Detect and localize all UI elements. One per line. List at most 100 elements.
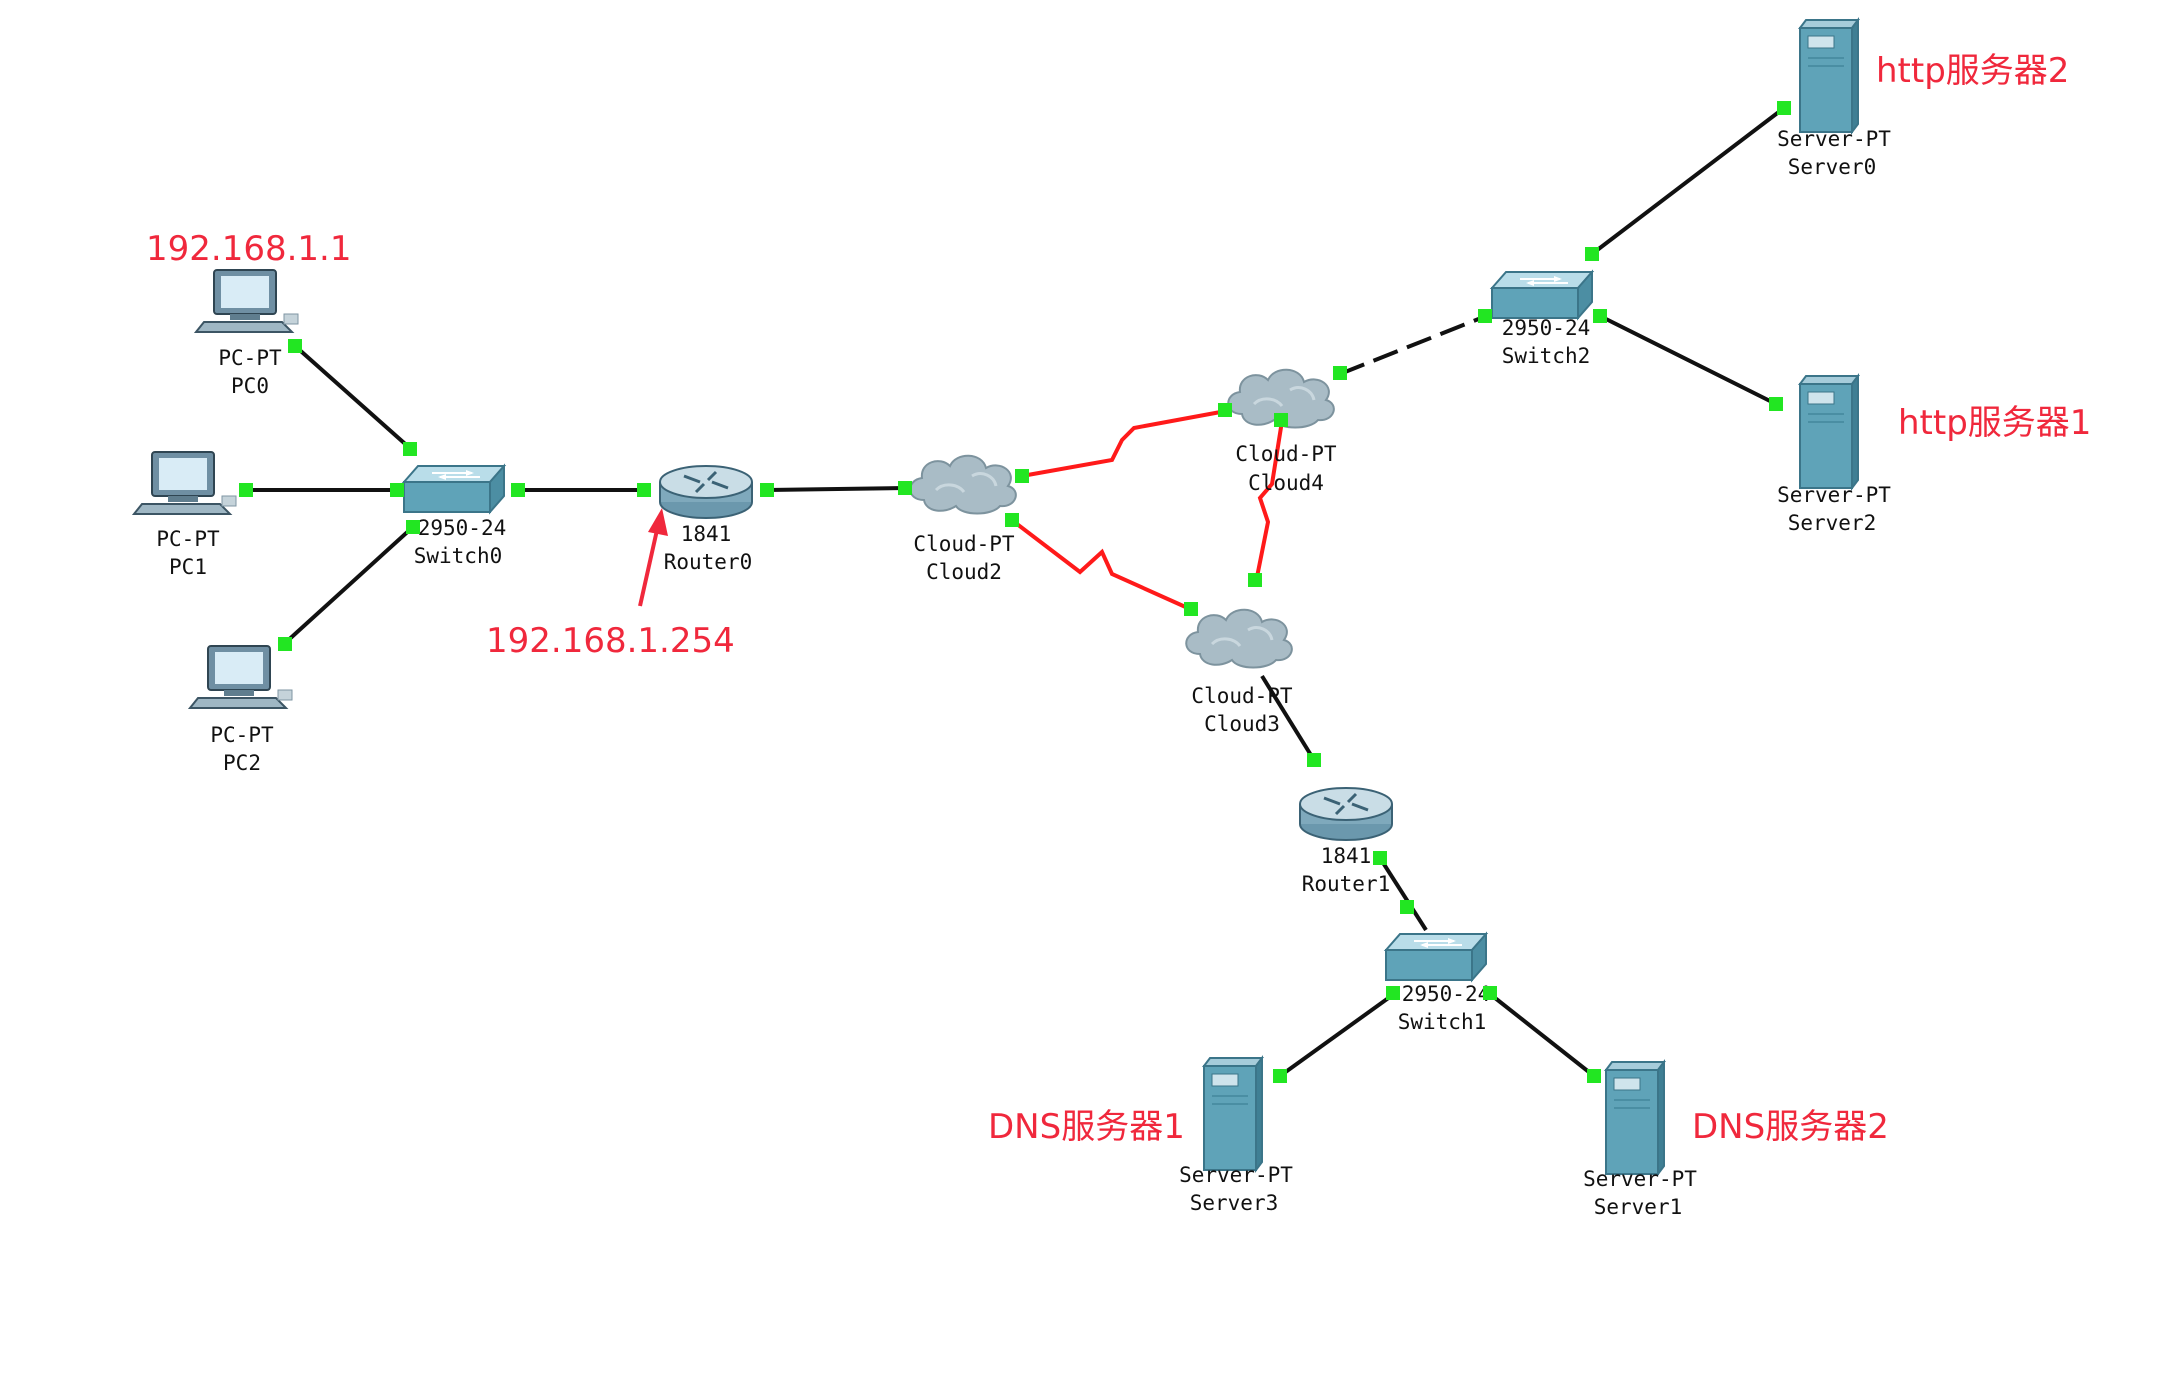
- device-name-label: Server3: [1190, 1191, 1279, 1215]
- switch1-device[interactable]: 2950-24 Switch1: [1385, 933, 1491, 1034]
- device-model-label: PC-PT: [218, 346, 282, 370]
- server0-device[interactable]: Server-PT Server0: [1777, 19, 1891, 179]
- router-icon: [658, 464, 754, 520]
- device-name-label: Cloud4: [1248, 471, 1324, 495]
- link-switch1-server1[interactable]: [1488, 992, 1596, 1078]
- port-light: [288, 339, 302, 353]
- port-light: [637, 483, 651, 497]
- pc1-device[interactable]: PC-PT PC1: [133, 451, 237, 579]
- pc-icon: [189, 645, 293, 709]
- port-light: [1373, 851, 1387, 865]
- server-icon: [1605, 1061, 1665, 1175]
- server-icon: [1203, 1057, 1263, 1171]
- pc0-ip-annotation: 192.168.1.1: [146, 229, 351, 269]
- switch-icon: [1491, 271, 1593, 319]
- device-name-label: Router1: [1302, 872, 1391, 896]
- port-light: [1593, 309, 1607, 323]
- port-light: [511, 483, 525, 497]
- port-light: [1386, 986, 1400, 1000]
- link-switch2-server2[interactable]: [1599, 314, 1777, 406]
- link-switch2-server0[interactable]: [1590, 106, 1786, 256]
- dns-server-1-annotation: DNS服务器1: [988, 1107, 1185, 1147]
- device-name-label: Cloud2: [926, 560, 1002, 584]
- device-model-label: Server-PT: [1777, 127, 1891, 151]
- device-model-label: Cloud-PT: [1191, 684, 1293, 708]
- port-light: [898, 481, 912, 495]
- device-name-label: Router0: [664, 550, 753, 574]
- device-model-label: PC-PT: [156, 527, 220, 551]
- link-pc2-switch0[interactable]: [282, 524, 416, 646]
- link-pc0-switch0[interactable]: [292, 343, 414, 452]
- link-router0-cloud2[interactable]: [767, 486, 906, 492]
- router0-ip-annotation: 192.168.1.254: [486, 621, 735, 661]
- port-light: [239, 483, 253, 497]
- device-model-label: 1841: [1321, 844, 1372, 868]
- device-name-label: Server0: [1788, 155, 1877, 179]
- switch0-device[interactable]: 2950-24 Switch0: [403, 465, 507, 568]
- port-light: [278, 637, 292, 651]
- port-light: [1273, 1069, 1287, 1083]
- switch-icon: [403, 465, 505, 513]
- server2-device[interactable]: Server-PT Server2: [1777, 375, 1891, 535]
- device-model-label: 1841: [681, 522, 732, 546]
- server3-device[interactable]: Server-PT Server3: [1179, 1057, 1293, 1215]
- device-name-label: Server2: [1788, 511, 1877, 535]
- device-model-label: PC-PT: [210, 723, 274, 747]
- port-light: [1333, 366, 1347, 380]
- cloud4-device[interactable]: Cloud-PT Cloud4: [1226, 368, 1337, 495]
- port-light: [1248, 573, 1262, 587]
- router1-device[interactable]: 1841 Router1: [1298, 786, 1394, 896]
- port-light: [1015, 469, 1029, 483]
- device-name-label: Server1: [1594, 1195, 1683, 1219]
- switch2-device[interactable]: 2950-24 Switch2: [1491, 271, 1593, 368]
- link-switch1-server3[interactable]: [1278, 992, 1396, 1078]
- pc0-device[interactable]: PC-PT PC0: [195, 269, 299, 398]
- device-name-label: Switch2: [1502, 344, 1591, 368]
- port-light: [390, 483, 404, 497]
- port-light: [1184, 602, 1198, 616]
- device-name-label: Cloud3: [1204, 712, 1280, 736]
- device-model-label: 2950-24: [1502, 316, 1591, 340]
- server-icon: [1799, 19, 1859, 133]
- device-model-label: 2950-24: [1402, 982, 1491, 1006]
- link-cloud3-router1[interactable]: [1260, 674, 1316, 762]
- serial-cloud2-cloud3[interactable]: [1011, 519, 1191, 611]
- device-model-label: 2950-24: [418, 516, 507, 540]
- port-light: [1005, 513, 1019, 527]
- server1-device[interactable]: Server-PT Server1: [1583, 1061, 1697, 1219]
- server-icon: [1799, 375, 1859, 489]
- port-light: [1274, 413, 1288, 427]
- http-server-1-annotation: http服务器1: [1898, 403, 2091, 443]
- cloud2-device[interactable]: Cloud-PT Cloud2: [908, 454, 1018, 584]
- device-name-label: Switch1: [1398, 1010, 1487, 1034]
- device-name-label: PC0: [231, 374, 269, 398]
- cloud3-device[interactable]: Cloud-PT Cloud3: [1184, 608, 1294, 736]
- links-layer: [246, 106, 1786, 1078]
- device-model-label: Server-PT: [1777, 483, 1891, 507]
- switch-icon: [1385, 933, 1487, 981]
- serial-cloud2-cloud4[interactable]: [1021, 409, 1227, 478]
- device-model-label: Cloud-PT: [913, 532, 1015, 556]
- device-model-label: Server-PT: [1583, 1167, 1697, 1191]
- device-name-label: PC2: [223, 751, 261, 775]
- port-light: [1400, 900, 1414, 914]
- cloud-icon: [908, 454, 1018, 515]
- port-light: [1777, 101, 1791, 115]
- port-light: [1483, 986, 1497, 1000]
- port-lights: [239, 101, 1791, 1083]
- annotation-arrow: [638, 508, 668, 607]
- port-light: [1587, 1069, 1601, 1083]
- link-router1-switch1[interactable]: [1378, 856, 1428, 932]
- device-name-label: PC1: [169, 555, 207, 579]
- serial-cloud4-cloud3[interactable]: [1254, 420, 1284, 583]
- link-cloud4-switch2[interactable]: [1339, 314, 1487, 376]
- port-light: [1585, 247, 1599, 261]
- port-light: [1307, 753, 1321, 767]
- dns-server-2-annotation: DNS服务器2: [1692, 1107, 1889, 1147]
- port-light: [403, 442, 417, 456]
- device-name-label: Switch0: [414, 544, 503, 568]
- pc2-device[interactable]: PC-PT PC2: [189, 645, 293, 775]
- router0-device[interactable]: 1841 Router0: [658, 464, 754, 574]
- router-icon: [1298, 786, 1394, 842]
